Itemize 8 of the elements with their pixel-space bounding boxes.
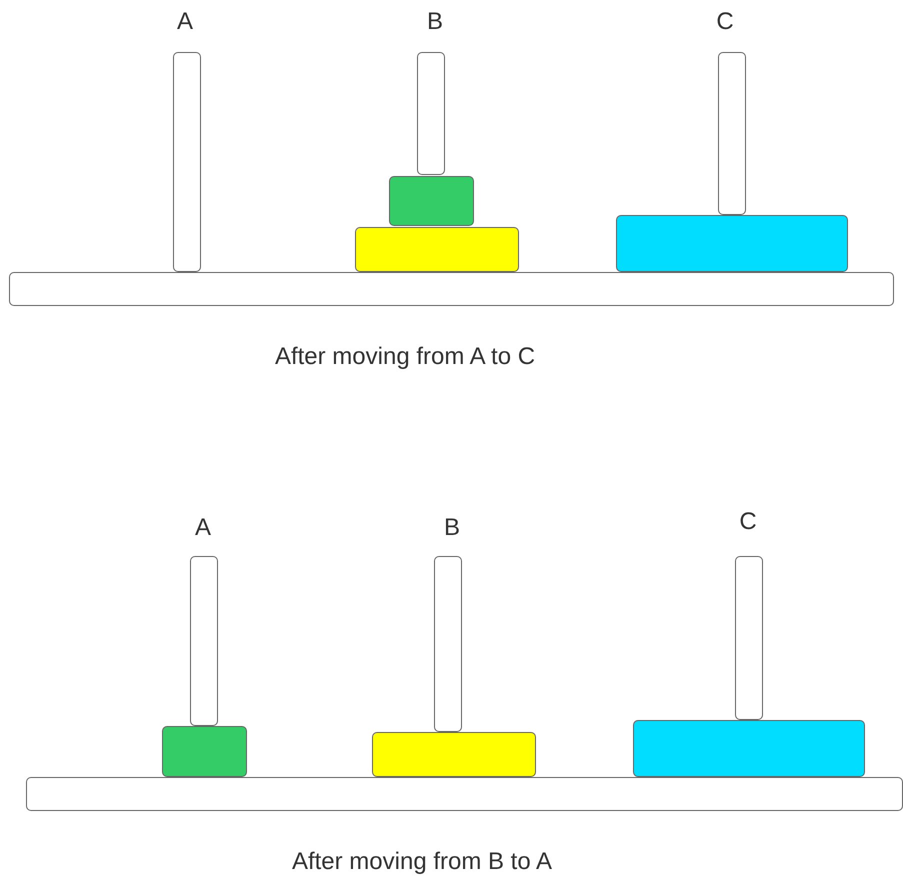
caption: After moving from A to C: [274, 345, 536, 369]
peg-label: C: [716, 10, 734, 34]
peg-label: B: [427, 10, 443, 34]
peg-label: A: [195, 516, 211, 540]
peg-label: C: [739, 510, 757, 534]
caption: After moving from B to A: [292, 850, 552, 874]
peg-label: B: [444, 516, 460, 540]
peg-label: A: [177, 10, 193, 34]
